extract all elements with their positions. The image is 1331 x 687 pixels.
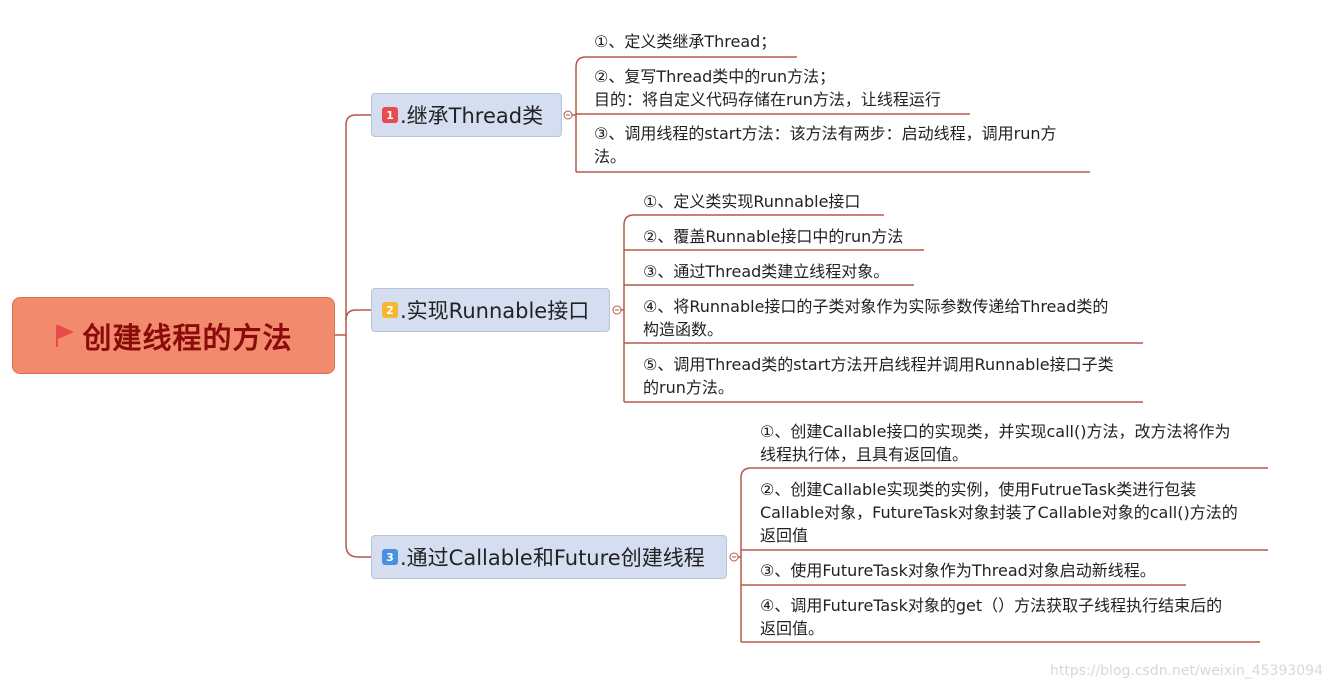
branch-implement-runnable[interactable]: 2 .实现Runnable接口: [371, 288, 610, 332]
leaf-2-5[interactable]: ⑤、调用Thread类的start方法开启线程并调用Runnable接口子类 的…: [643, 353, 1114, 399]
leaf-1-3[interactable]: ③、调用线程的start方法：该方法有两步：启动线程，调用run方 法。: [594, 122, 1056, 168]
leaf-line: ①、定义类实现Runnable接口: [643, 192, 861, 211]
leaf-3-1[interactable]: ①、创建Callable接口的实现类，并实现call()方法，改方法将作为 线程…: [760, 420, 1230, 466]
branch-label: .继承Thread类: [400, 104, 544, 128]
leaf-2-3[interactable]: ③、通过Thread类建立线程对象。: [643, 260, 889, 283]
connector-branch-3: [345, 544, 371, 558]
branch-inherit-thread[interactable]: 1 .继承Thread类: [371, 93, 562, 137]
leaf-line: ③、调用线程的start方法：该方法有两步：启动线程，调用run方: [594, 124, 1057, 143]
branch-label: .实现Runnable接口: [400, 299, 590, 323]
leaf-line: 目的：将自定义代码存储在run方法，让线程运行: [594, 90, 941, 109]
connector-branch-2: [345, 309, 371, 321]
flag-icon: [56, 324, 75, 347]
branch-label: .通过Callable和Future创建线程: [400, 546, 705, 570]
leaf-line: ⑤、调用Thread类的start方法开启线程并调用Runnable接口子类: [643, 355, 1114, 374]
leaf-line: 的run方法。: [643, 378, 734, 397]
root-topic[interactable]: 创建线程的方法: [12, 297, 335, 374]
b2-leaf1-line: [623, 214, 884, 226]
leaf-line: ①、定义类继承Thread；: [594, 32, 777, 51]
b1-leaf1-line: [575, 56, 797, 68]
badge-1-icon: 1: [382, 107, 398, 123]
leaf-3-3[interactable]: ③、使用FutureTask对象作为Thread对象启动新线程。: [760, 559, 1156, 582]
leaf-line: ①、创建Callable接口的实现类，并实现call()方法，改方法将作为: [760, 422, 1231, 441]
b3-leaf1-line: [740, 467, 1268, 479]
leaf-2-2[interactable]: ②、覆盖Runnable接口中的run方法: [643, 225, 903, 248]
leaf-line: 返回值。: [760, 619, 825, 638]
leaf-line: ④、调用FutureTask对象的get（）方法获取子线程执行结束后的: [760, 596, 1223, 615]
leaf-2-4[interactable]: ④、将Runnable接口的子类对象作为实际参数传递给Thread类的 构造函数…: [643, 295, 1108, 341]
leaf-2-1[interactable]: ①、定义类实现Runnable接口: [643, 190, 860, 213]
leaf-line: ②、覆盖Runnable接口中的run方法: [643, 227, 904, 246]
leaf-3-2[interactable]: ②、创建Callable实现类的实例，使用FutrueTask类进行包装 Cal…: [760, 478, 1238, 547]
leaf-line: ③、通过Thread类建立线程对象。: [643, 262, 890, 281]
watermark: https://blog.csdn.net/weixin_45393094: [1049, 663, 1323, 679]
connector-branch-1: [345, 114, 371, 126]
leaf-line: 法。: [594, 147, 627, 166]
leaf-1-2[interactable]: ②、复写Thread类中的run方法； 目的：将自定义代码存储在run方法，让线…: [594, 65, 941, 111]
badge-3-icon: 3: [382, 549, 398, 565]
branch-callable-future[interactable]: 3 .通过Callable和Future创建线程: [371, 535, 727, 579]
leaf-line: ③、使用FutureTask对象作为Thread对象启动新线程。: [760, 561, 1156, 580]
root-topic-title: 创建线程的方法: [82, 320, 293, 355]
leaf-line: 构造函数。: [643, 320, 724, 339]
leaf-line: ②、创建Callable实现类的实例，使用FutrueTask类进行包装: [760, 480, 1197, 499]
leaf-line: Callable对象，FutureTask对象封装了Callable对象的cal…: [760, 503, 1238, 522]
leaf-3-4[interactable]: ④、调用FutureTask对象的get（）方法获取子线程执行结束后的 返回值。: [760, 594, 1222, 640]
badge-2-icon: 2: [382, 302, 398, 318]
leaf-line: 返回值: [760, 526, 809, 545]
leaf-line: ④、将Runnable接口的子类对象作为实际参数传递给Thread类的: [643, 297, 1109, 316]
leaf-line: 线程执行体，且具有返回值。: [760, 445, 969, 464]
leaf-line: ②、复写Thread类中的run方法；: [594, 67, 836, 86]
leaf-1-1[interactable]: ①、定义类继承Thread；: [594, 30, 776, 53]
